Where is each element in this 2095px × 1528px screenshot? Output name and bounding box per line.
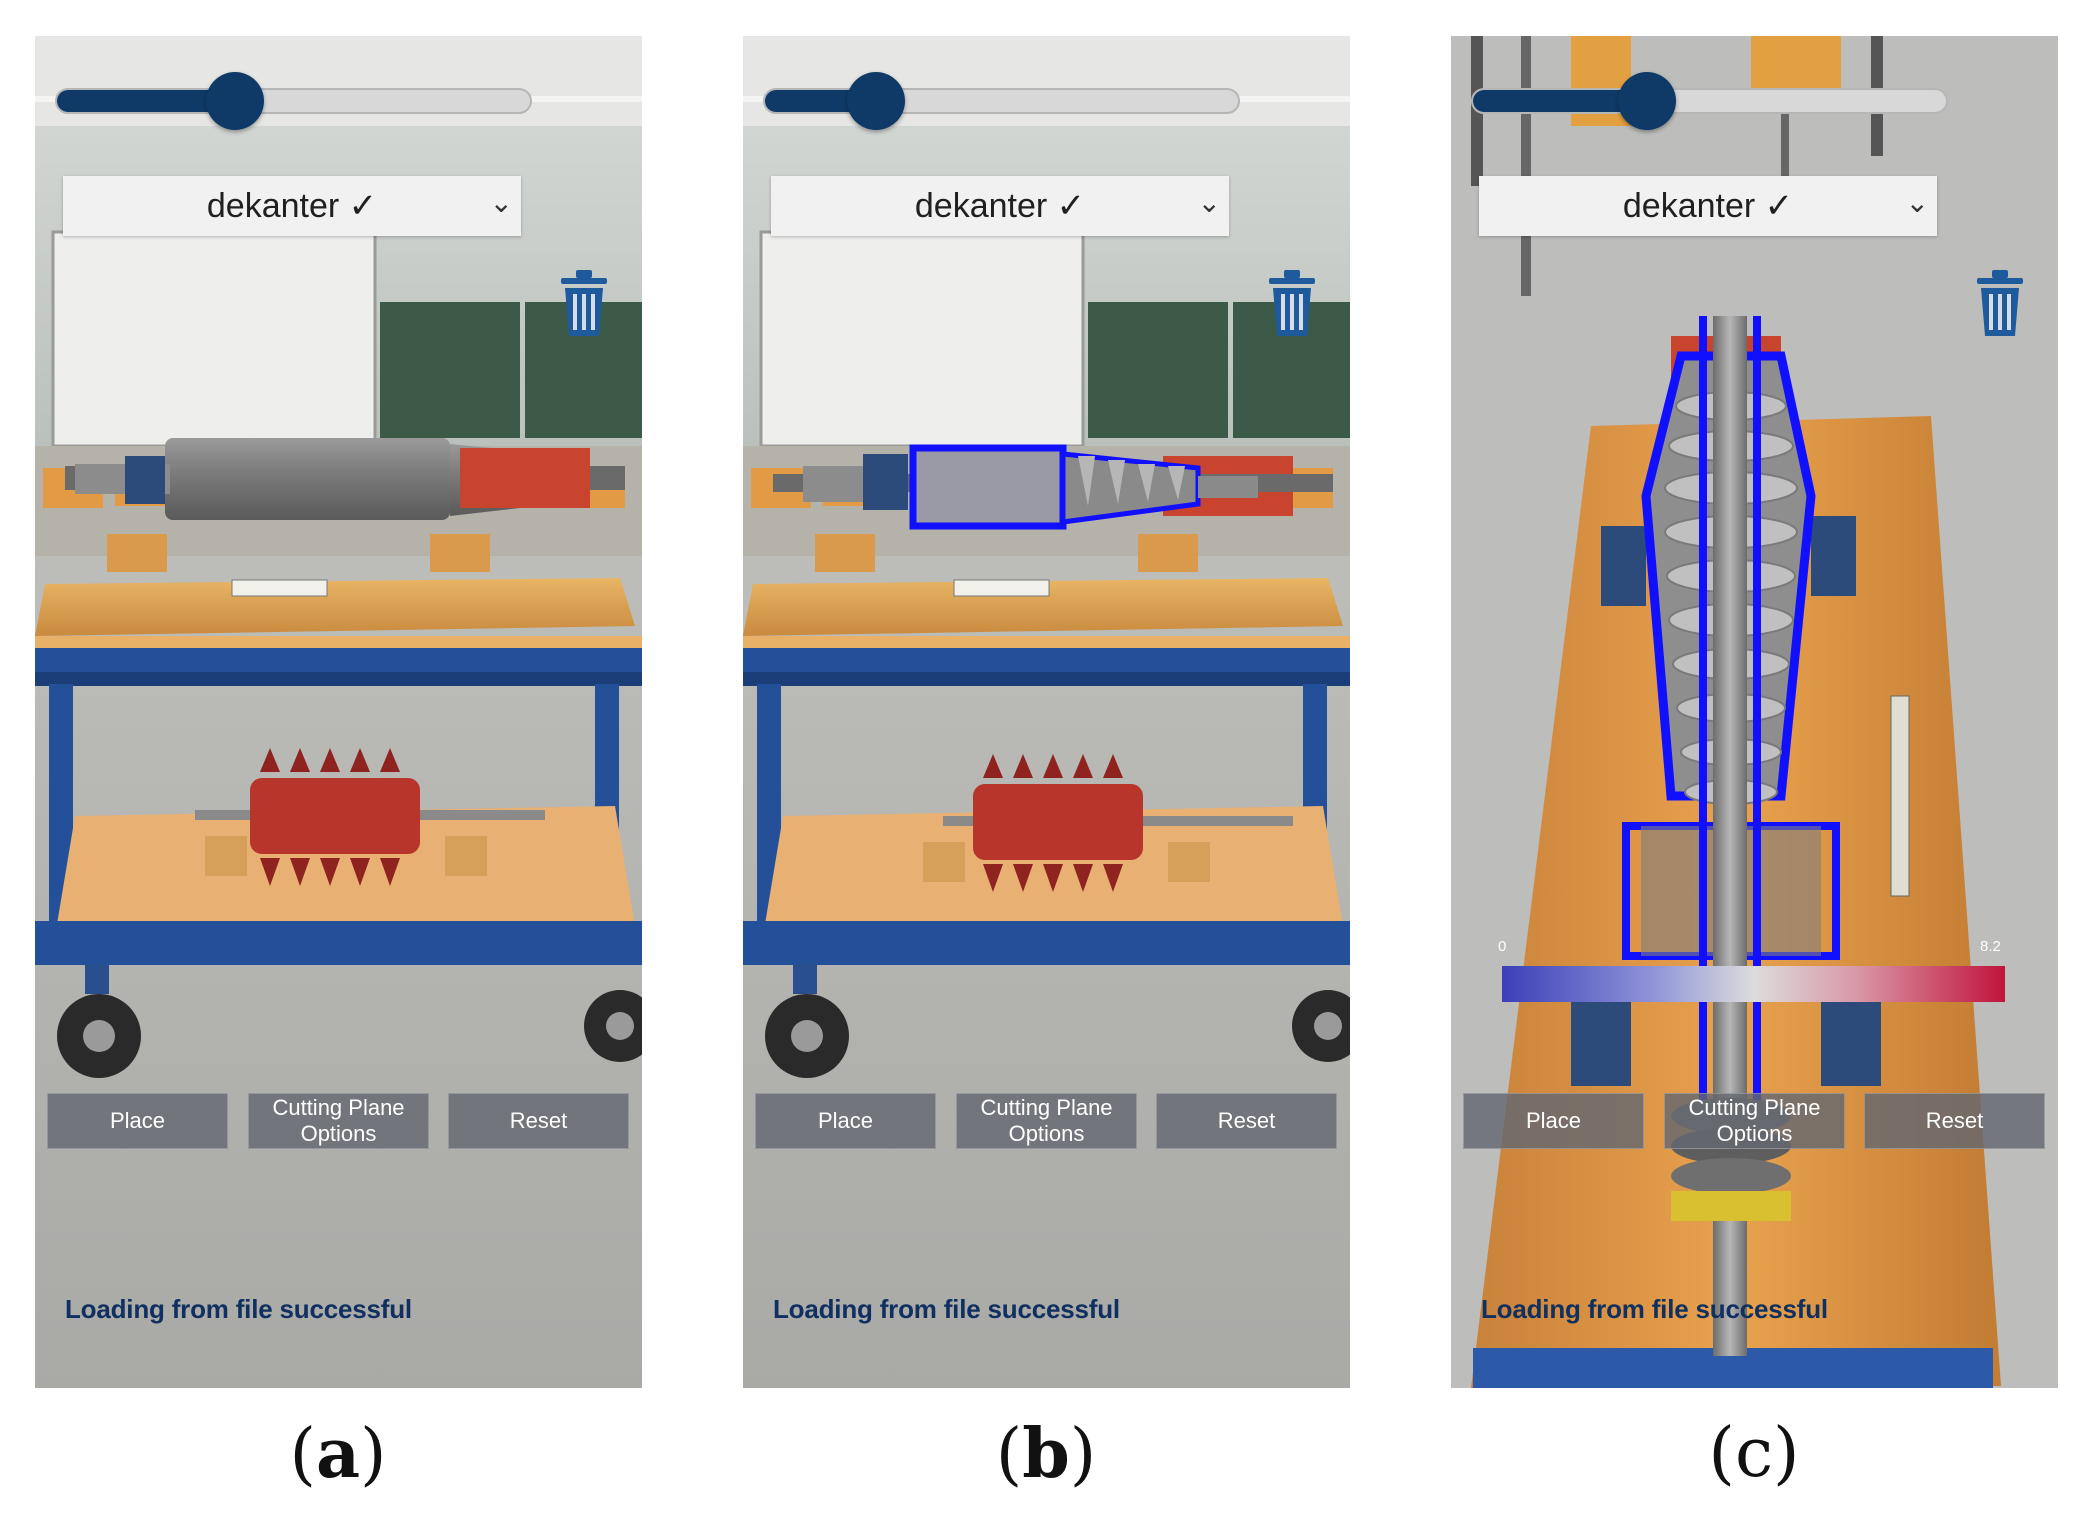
slider-thumb[interactable] bbox=[1617, 72, 1676, 130]
slider-thumb[interactable] bbox=[846, 72, 905, 130]
slider-fill bbox=[1473, 90, 1639, 112]
reset-button[interactable]: Reset bbox=[1864, 1093, 2045, 1149]
caption-letter: c bbox=[1734, 1414, 1774, 1493]
dropdown-selected-value: dekanter ✓ bbox=[1622, 187, 1794, 225]
color-scale-bar bbox=[1502, 966, 2005, 1002]
app-screen-b: dekanter ✓ ⌄ Place Cutting Plane Options… bbox=[743, 36, 1350, 1388]
caption-letter: a bbox=[315, 1414, 361, 1494]
dropdown-selected-value: dekanter ✓ bbox=[206, 187, 378, 225]
place-button[interactable]: Place bbox=[1463, 1093, 1644, 1149]
model-dropdown[interactable]: dekanter ✓ ⌄ bbox=[1479, 176, 1937, 236]
reset-button[interactable]: Reset bbox=[1156, 1093, 1337, 1149]
model-dropdown[interactable]: dekanter ✓ ⌄ bbox=[63, 176, 521, 236]
slider-fill bbox=[765, 90, 860, 112]
caption-letter: b bbox=[1022, 1414, 1070, 1494]
dropdown-selected-value: dekanter ✓ bbox=[914, 187, 1086, 225]
cutting-plane-options-button[interactable]: Cutting Plane Options bbox=[248, 1093, 429, 1149]
cutting-plane-options-button[interactable]: Cutting Plane Options bbox=[956, 1093, 1137, 1149]
reset-button[interactable]: Reset bbox=[448, 1093, 629, 1149]
trash-icon[interactable] bbox=[1977, 270, 2023, 338]
status-message: Loading from file successful bbox=[1481, 1294, 1828, 1324]
chevron-down-icon: ⌄ bbox=[1905, 187, 1929, 218]
trash-icon[interactable] bbox=[1269, 270, 1315, 338]
place-button[interactable]: Place bbox=[47, 1093, 228, 1149]
trash-icon[interactable] bbox=[561, 270, 607, 338]
cutting-plane-options-button[interactable]: Cutting Plane Options bbox=[1664, 1093, 1845, 1149]
slider-fill bbox=[57, 90, 228, 112]
cutting-plane-slider[interactable] bbox=[1471, 88, 1948, 114]
chevron-down-icon: ⌄ bbox=[1197, 187, 1221, 218]
color-scale-max: 8.2 bbox=[1980, 938, 2001, 955]
cutting-plane-slider[interactable] bbox=[55, 88, 532, 114]
camera-scene bbox=[35, 36, 642, 1388]
place-button[interactable]: Place bbox=[755, 1093, 936, 1149]
chevron-down-icon: ⌄ bbox=[489, 187, 513, 218]
slider-thumb[interactable] bbox=[205, 72, 264, 130]
color-scale-min: 0 bbox=[1498, 938, 1507, 955]
app-screen-c: dekanter ✓ ⌄ 0 8.2 Place Cutting Plane O… bbox=[1451, 36, 2058, 1388]
caption-c: (c) bbox=[1708, 1414, 1800, 1493]
model-dropdown[interactable]: dekanter ✓ ⌄ bbox=[771, 176, 1229, 236]
caption-a: (a) bbox=[289, 1414, 387, 1494]
cutting-plane-slider[interactable] bbox=[763, 88, 1240, 114]
status-message: Loading from file successful bbox=[773, 1294, 1120, 1324]
camera-scene bbox=[743, 36, 1350, 1388]
app-screen-a: dekanter ✓ ⌄ Place Cutting Plane Options… bbox=[35, 36, 642, 1388]
camera-scene bbox=[1451, 36, 2058, 1388]
status-message: Loading from file successful bbox=[65, 1294, 412, 1324]
caption-b: (b) bbox=[995, 1414, 1097, 1494]
